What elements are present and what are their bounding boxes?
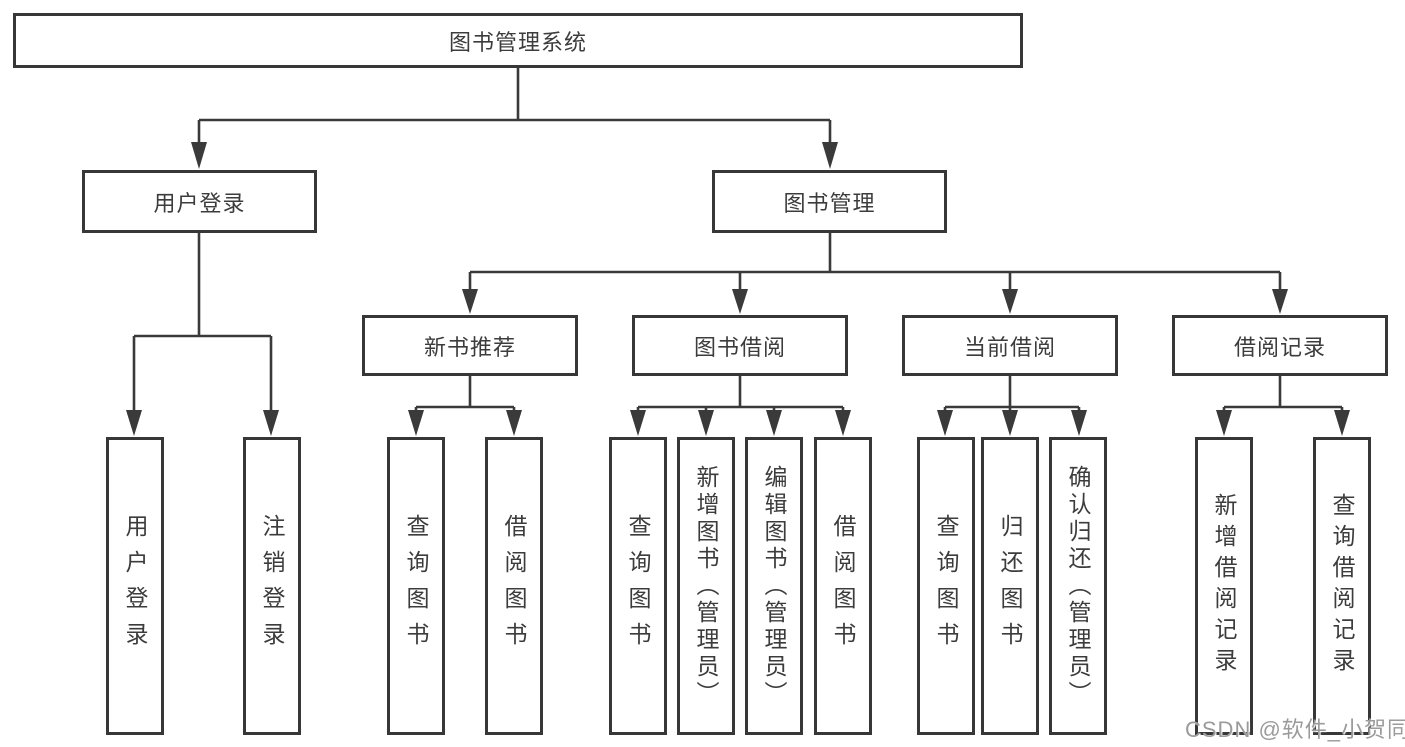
connector-new-book-rec-to-leaves <box>408 376 522 436</box>
leaf-current-confirm-return-admin: 确认归还（管理员） <box>1049 437 1107 735</box>
arrowhead <box>937 410 953 436</box>
leaf-borrow-query-book: 查询图书 <box>609 437 667 735</box>
leaf-newbook-borrow-book: 借阅图书 <box>485 437 543 735</box>
leaf-user-login: 用户登录 <box>106 437 164 735</box>
arrowhead <box>1071 410 1087 436</box>
arrowhead <box>462 289 478 314</box>
arrowhead <box>630 410 646 436</box>
leaf-borrow-edit-book-admin: 编辑图书（管理员） <box>745 437 803 735</box>
arrowhead <box>1334 410 1350 436</box>
arrowhead <box>835 410 851 436</box>
connector-root-to-level2 <box>191 68 838 169</box>
connector-current-borrow-to-leaves <box>937 376 1087 436</box>
leaf-newbook-query-book: 查询图书 <box>387 437 445 735</box>
node-book-management: 图书管理 <box>712 170 947 233</box>
connector-borrow-record-to-leaves <box>1216 376 1350 436</box>
arrowhead <box>263 410 279 436</box>
connector-user-login-to-leaves <box>126 233 279 436</box>
leaf-current-query-book: 查询图书 <box>917 437 975 735</box>
leaf-borrow-borrow-book: 借阅图书 <box>814 437 872 735</box>
leaf-record-add-borrow-record: 新增借阅记录 <box>1195 437 1253 735</box>
node-book-borrow: 图书借阅 <box>632 315 848 376</box>
leaf-borrow-add-book-admin: 新增图书（管理员） <box>677 437 735 735</box>
arrowhead <box>1272 289 1288 314</box>
leaf-logout: 注销登录 <box>243 437 301 735</box>
arrowhead <box>732 289 748 314</box>
arrowhead <box>698 410 714 436</box>
node-new-book-recommend: 新书推荐 <box>362 315 578 376</box>
arrowhead <box>408 410 424 436</box>
connector-book-borrow-to-leaves <box>630 376 851 436</box>
arrowhead <box>766 410 782 436</box>
arrowhead <box>1002 410 1018 436</box>
leaf-record-query-borrow-record: 查询借阅记录 <box>1313 437 1371 735</box>
arrowhead <box>1216 410 1232 436</box>
arrowhead <box>506 410 522 436</box>
node-user-login: 用户登录 <box>82 170 317 233</box>
node-borrow-record: 借阅记录 <box>1172 315 1388 376</box>
connector-book-mgmt-to-level3 <box>462 233 1288 314</box>
node-library-system-root: 图书管理系统 <box>13 13 1023 68</box>
csdn-watermark: CSDN @软件_小贺同学 <box>1185 717 1405 742</box>
arrowhead <box>1002 289 1018 314</box>
leaf-current-return-book: 归还图书 <box>981 437 1039 735</box>
arrowhead <box>126 410 142 436</box>
arrowhead <box>822 142 838 169</box>
arrowhead <box>191 142 207 169</box>
node-current-borrow: 当前借阅 <box>902 315 1118 376</box>
